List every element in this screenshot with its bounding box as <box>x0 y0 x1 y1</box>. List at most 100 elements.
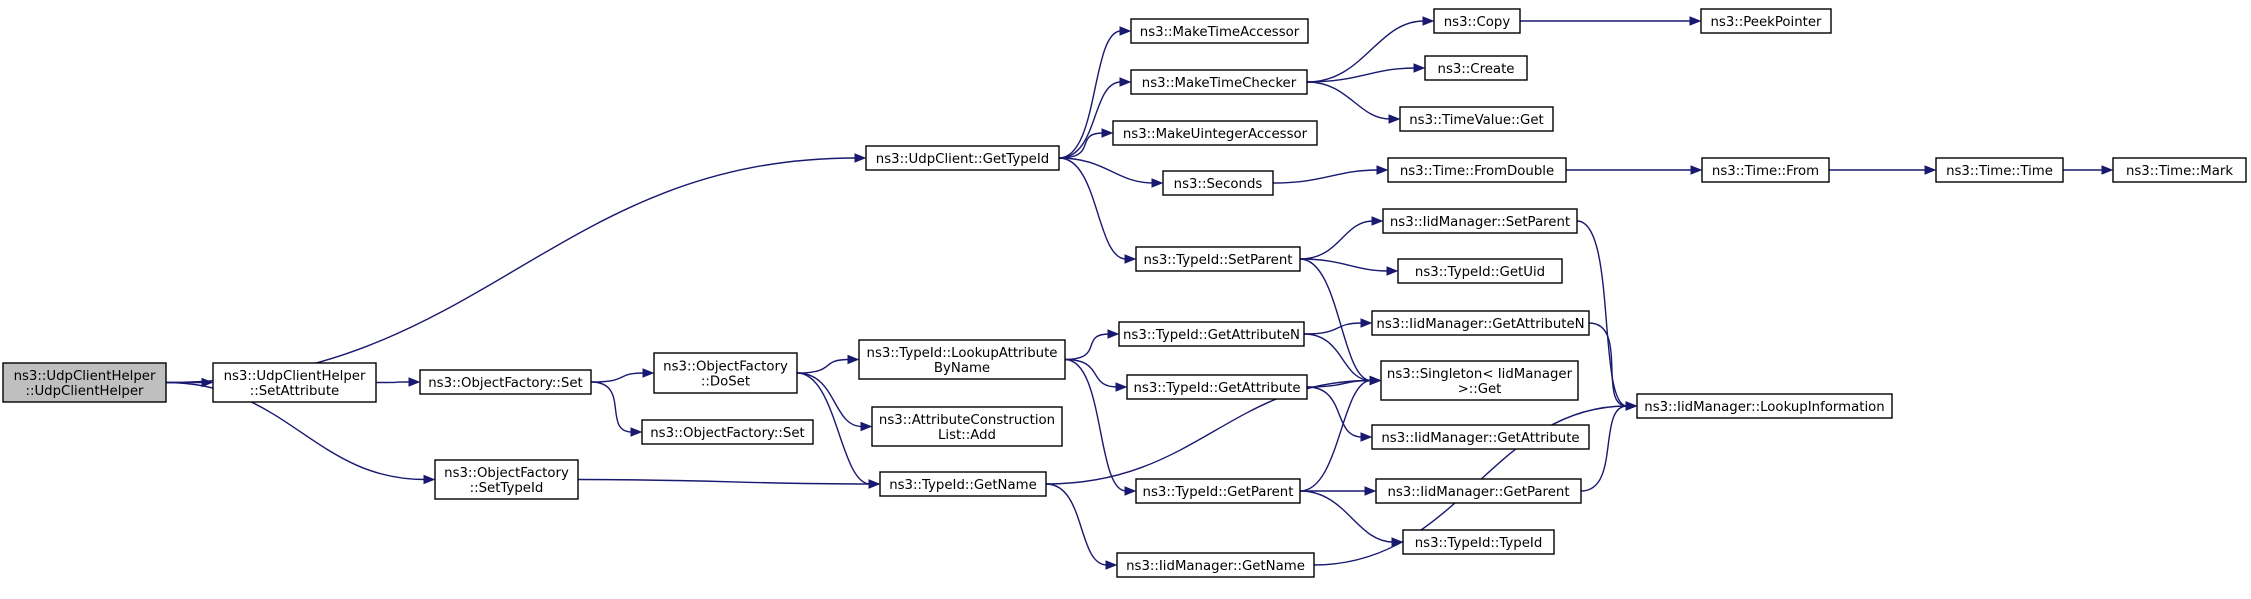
edge-line <box>1303 322 1363 335</box>
edge-line <box>165 157 857 384</box>
edge-line <box>1299 258 1372 382</box>
edge-iidgetparent-to-lookupinfo <box>1580 401 1638 492</box>
node-iidsetparent[interactable]: ns3::IidManager::SetParent <box>1382 208 1578 234</box>
arrowhead <box>2101 165 2114 175</box>
node-label-line: >::Get <box>1458 382 1502 397</box>
node-root[interactable]: ns3::UdpClientHelper::UdpClientHelper <box>2 362 167 403</box>
node-label-line: ::DoSet <box>701 375 750 390</box>
edge-line <box>1045 483 1108 566</box>
edge-maketimechk-to-copy <box>1306 16 1435 83</box>
node-label-line: ns3::Time::Mark <box>2126 164 2233 179</box>
edge-line <box>1306 81 1391 120</box>
arrowhead <box>1360 318 1373 328</box>
edge-line <box>1588 322 1628 407</box>
arrowhead <box>1107 329 1120 339</box>
node-ofset[interactable]: ns3::ObjectFactory::Set <box>419 369 592 395</box>
node-ttypeid[interactable]: ns3::TypeId::TypeId <box>1402 529 1555 555</box>
node-iidgetattr[interactable]: ns3::IidManager::GetAttribute <box>1371 424 1590 450</box>
node-maketimechk[interactable]: ns3::MakeTimeChecker <box>1130 69 1308 95</box>
node-create[interactable]: ns3::Create <box>1424 55 1528 81</box>
node-label-line: ns3::ObjectFactory <box>444 466 569 481</box>
edge-tsetparent-to-tgetuid <box>1299 258 1399 276</box>
node-label-line: ns3::IidManager::GetAttributeN <box>1376 317 1584 332</box>
node-label-line: ns3::MakeTimeChecker <box>1142 76 1297 91</box>
node-box <box>1387 157 1567 183</box>
node-label-line: ns3::IidManager::LookupInformation <box>1644 400 1884 415</box>
node-label-line: ns3::MakeUintegerAccessor <box>1123 127 1308 142</box>
edge-line <box>1306 386 1363 438</box>
arrowhead <box>847 354 860 365</box>
arrowhead <box>1422 16 1435 26</box>
node-seconds[interactable]: ns3::Seconds <box>1162 170 1274 196</box>
node-box <box>641 419 814 445</box>
node-iidgetname[interactable]: ns3::IidManager::GetName <box>1116 552 1315 578</box>
node-iidgetparent[interactable]: ns3::IidManager::GetParent <box>1375 478 1582 504</box>
node-box <box>1135 246 1301 272</box>
node-timetime[interactable]: ns3::Time::Time <box>1935 157 2064 183</box>
edge-tgetparent-to-singleton <box>1299 375 1382 492</box>
edge-line <box>1064 333 1110 361</box>
node-label-line: ns3::PeekPointer <box>1710 15 1822 30</box>
edge-line <box>1299 379 1372 492</box>
node-tgetparent[interactable]: ns3::TypeId::GetParent <box>1135 478 1301 504</box>
edge-gettypeid-to-seconds <box>1058 157 1164 188</box>
node-setattr[interactable]: ns3::UdpClientHelper::SetAttribute <box>212 362 377 403</box>
node-makeuintacc[interactable]: ns3::MakeUintegerAccessor <box>1112 120 1318 146</box>
node-label-line: ns3::TypeId::GetParent <box>1143 485 1294 500</box>
node-box <box>858 339 1066 380</box>
node-gettypeid[interactable]: ns3::UdpClient::GetTypeId <box>865 145 1060 171</box>
node-box <box>2 362 167 403</box>
node-label-line: ns3::UdpClientHelper <box>14 369 156 384</box>
arrowhead <box>1151 178 1164 188</box>
edge-line <box>796 358 850 374</box>
node-label-line: ns3::IidManager::GetAttribute <box>1381 431 1579 446</box>
node-box <box>1424 55 1528 81</box>
node-label-line: ns3::TimeValue::Get <box>1409 113 1544 128</box>
node-iidgetattrn[interactable]: ns3::IidManager::GetAttributeN <box>1371 310 1590 336</box>
node-peek[interactable]: ns3::PeekPointer <box>1700 8 1832 34</box>
node-label-line: ns3::UdpClient::GetTypeId <box>876 152 1049 167</box>
node-maketimeacc[interactable]: ns3::MakeTimeAccessor <box>1130 18 1309 44</box>
edge-line <box>1306 67 1416 83</box>
arrowhead <box>1360 432 1373 442</box>
node-fromdouble[interactable]: ns3::Time::FromDouble <box>1387 157 1567 183</box>
node-lookupinfo[interactable]: ns3::IidManager::LookupInformation <box>1636 393 1893 419</box>
node-label-line: ns3::IidManager::GetParent <box>1387 485 1569 500</box>
edge-line <box>1045 379 1372 485</box>
edge-gettypeid-to-maketimeacc <box>1058 26 1132 159</box>
node-box <box>1636 393 1893 419</box>
node-ofsettypeid[interactable]: ns3::ObjectFactory::SetTypeId <box>434 459 579 500</box>
node-singleton[interactable]: ns3::Singleton< IidManager >::Get <box>1380 360 1579 401</box>
node-box <box>1130 69 1308 95</box>
node-tgetname[interactable]: ns3::TypeId::GetName <box>879 471 1047 497</box>
node-timemark[interactable]: ns3::Time::Mark <box>2112 157 2247 183</box>
edge-line <box>1058 157 1127 260</box>
arrowhead <box>868 479 881 489</box>
node-copy[interactable]: ns3::Copy <box>1433 8 1521 34</box>
arrowhead <box>1625 401 1638 411</box>
call-edges <box>165 16 2114 570</box>
node-ofdoset[interactable]: ns3::ObjectFactory::DoSet <box>653 352 798 394</box>
node-label-line: ns3::Time::From <box>1712 164 1819 179</box>
edge-ofsettypeid-to-tgetname <box>577 478 881 489</box>
edge-tgetattr-to-iidgetattr <box>1306 386 1373 442</box>
edge-line <box>1306 379 1372 388</box>
node-box <box>653 352 798 394</box>
edge-line <box>796 372 871 485</box>
node-ofset2[interactable]: ns3::ObjectFactory::Set <box>641 419 814 445</box>
node-tsetparent[interactable]: ns3::TypeId::SetParent <box>1135 246 1301 272</box>
node-tvget[interactable]: ns3::TimeValue::Get <box>1399 106 1554 132</box>
node-tgetattr[interactable]: ns3::TypeId::GetAttribute <box>1126 374 1308 400</box>
node-box <box>1126 374 1308 400</box>
edge-maketimechk-to-create <box>1306 63 1426 83</box>
arrowhead <box>1371 216 1384 226</box>
node-tgetattrn[interactable]: ns3::TypeId::GetAttributeN <box>1118 321 1305 347</box>
node-box <box>1116 552 1315 578</box>
edge-lookupattr-to-tgetattrn <box>1064 329 1120 361</box>
node-label-line: ns3::TypeId::TypeId <box>1415 536 1543 551</box>
node-timefrom[interactable]: ns3::Time::From <box>1701 157 1830 183</box>
arrowhead <box>1924 165 1937 175</box>
node-tgetuid[interactable]: ns3::TypeId::GetUid <box>1397 258 1563 284</box>
